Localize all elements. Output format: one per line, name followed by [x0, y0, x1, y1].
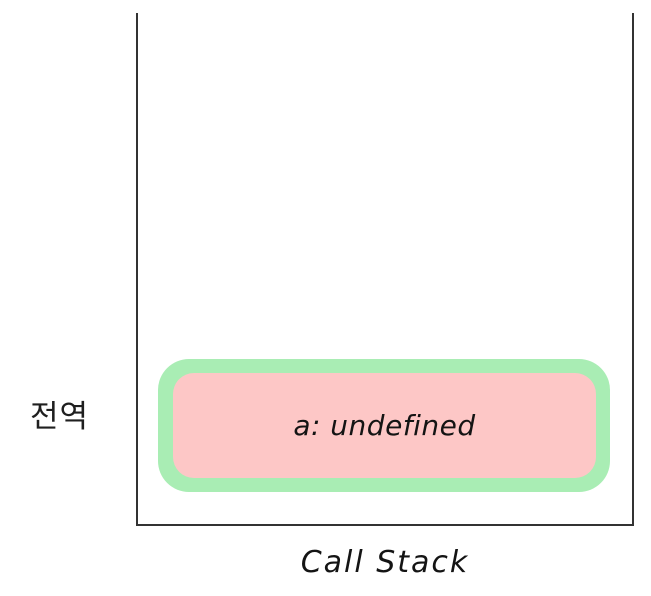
scope-label-global: 전역: [30, 399, 90, 435]
stack-entry-global: a: undefined: [158, 359, 610, 492]
stack-entry-body: a: undefined: [173, 373, 596, 478]
call-stack-frame: [136, 13, 634, 526]
call-stack-caption: Call Stack: [300, 545, 470, 580]
stack-entry-label: a: undefined: [293, 408, 476, 442]
